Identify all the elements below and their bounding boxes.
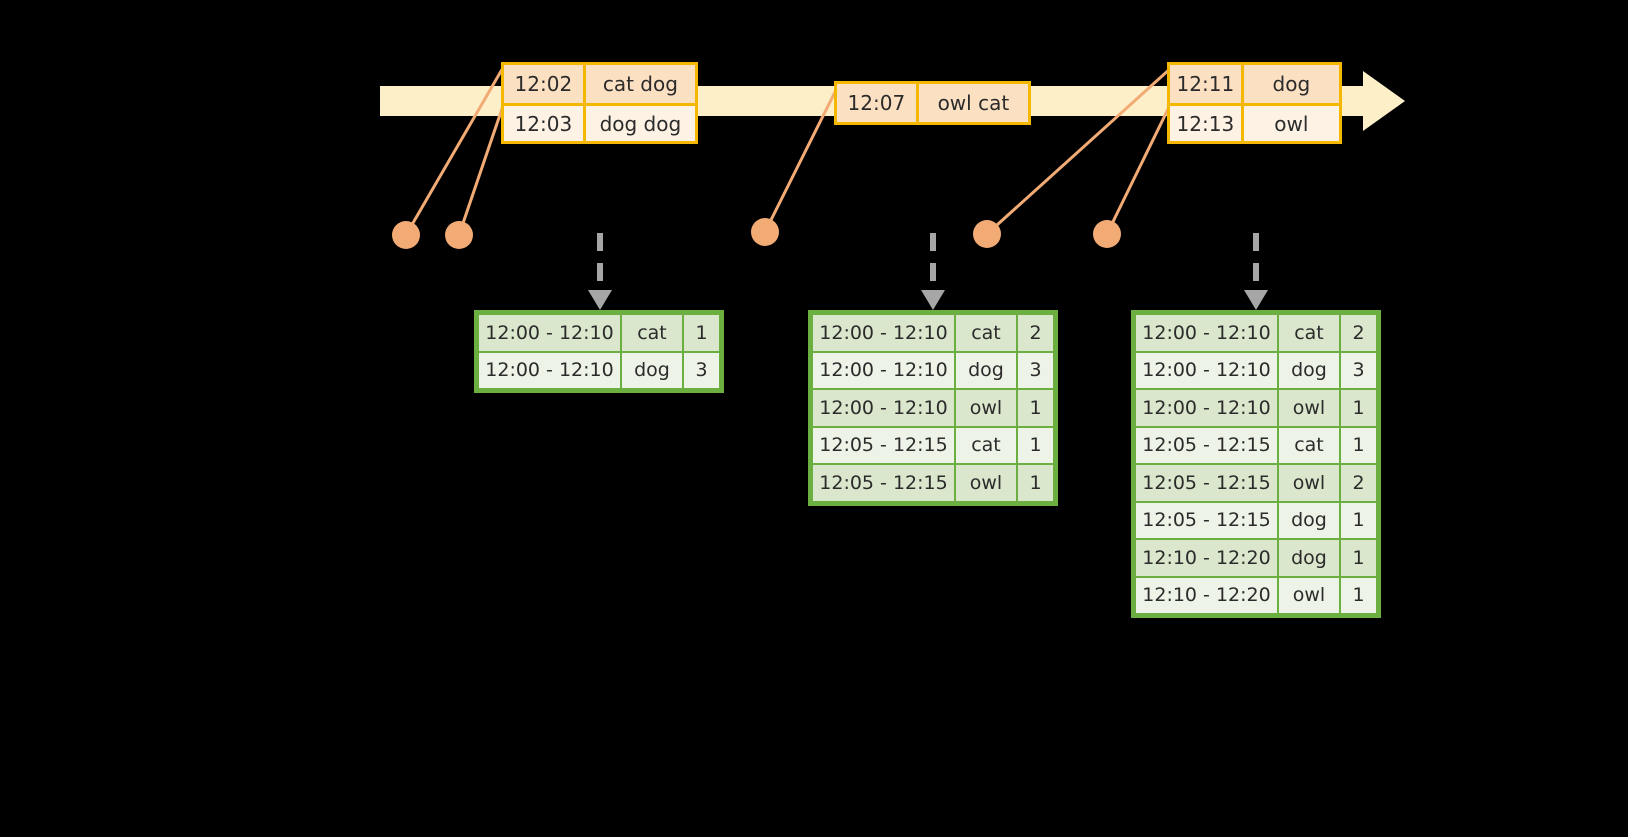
event-words: owl cat xyxy=(918,84,1028,122)
window-cell: 12:05 - 12:15 xyxy=(812,464,955,502)
event-row: 12:02 cat dog xyxy=(504,65,695,103)
event-words: dog dog xyxy=(585,106,695,141)
count-cell: 3 xyxy=(683,351,720,389)
dashed-arrow-to-table-1 xyxy=(588,233,612,310)
event-row: 12:13 owl xyxy=(1170,103,1339,141)
word-cell: dog xyxy=(1278,501,1340,539)
dashed-arrow-to-table-2 xyxy=(921,233,945,310)
count-cell: 2 xyxy=(1017,314,1054,352)
event-time: 12:13 xyxy=(1170,106,1244,141)
word-cell: cat xyxy=(1278,426,1340,464)
word-cell: owl xyxy=(955,464,1017,502)
window-cell: 12:05 - 12:15 xyxy=(1135,501,1278,539)
event-marker-1207 xyxy=(751,218,779,246)
count-cell: 1 xyxy=(1340,501,1377,539)
count-cell: 1 xyxy=(1017,389,1054,427)
count-cell: 1 xyxy=(1017,464,1054,502)
word-cell: cat xyxy=(955,426,1017,464)
event-marker-1211 xyxy=(973,220,1001,248)
window-cell: 12:10 - 12:20 xyxy=(1135,539,1278,577)
event-marker-1202 xyxy=(392,221,420,249)
window-cell: 12:00 - 12:10 xyxy=(478,314,621,352)
connector-line-1213 xyxy=(1105,102,1173,235)
word-cell: cat xyxy=(955,314,1017,352)
count-cell: 2 xyxy=(1340,314,1377,352)
count-cell: 1 xyxy=(1017,426,1054,464)
event-marker-1213 xyxy=(1093,220,1121,248)
window-cell: 12:00 - 12:10 xyxy=(478,351,621,389)
connector-line-1203 xyxy=(457,99,507,236)
event-marker-1203 xyxy=(445,221,473,249)
window-cell: 12:00 - 12:10 xyxy=(812,389,955,427)
event-row: 12:11 dog xyxy=(1170,65,1339,103)
word-cell: dog xyxy=(1278,539,1340,577)
window-cell: 12:05 - 12:15 xyxy=(1135,426,1278,464)
word-cell: cat xyxy=(621,314,683,352)
event-words: cat dog xyxy=(585,65,695,103)
dashed-arrow-to-table-3 xyxy=(1244,233,1268,310)
count-cell: 1 xyxy=(1340,576,1377,614)
window-cell: 12:00 - 12:10 xyxy=(1135,351,1278,389)
event-words: owl xyxy=(1243,106,1339,141)
count-cell: 1 xyxy=(1340,426,1377,464)
word-cell: owl xyxy=(1278,389,1340,427)
count-cell: 2 xyxy=(1340,464,1377,502)
event-time: 12:03 xyxy=(504,106,586,141)
window-cell: 12:00 - 12:10 xyxy=(1135,389,1278,427)
event-row: 12:07 owl cat xyxy=(837,84,1028,122)
event-box-1207: 12:07 owl cat xyxy=(834,81,1031,125)
event-time: 12:11 xyxy=(1170,65,1244,103)
word-cell: dog xyxy=(621,351,683,389)
count-cell: 1 xyxy=(1340,389,1377,427)
event-words: dog xyxy=(1243,65,1339,103)
event-box-1202-1203: 12:02 cat dog 12:03 dog dog xyxy=(501,62,698,144)
count-cell: 1 xyxy=(1340,539,1377,577)
event-time: 12:07 xyxy=(837,84,919,122)
event-time: 12:02 xyxy=(504,65,586,103)
window-cell: 12:00 - 12:10 xyxy=(812,351,955,389)
count-cell: 1 xyxy=(683,314,720,352)
event-row: 12:03 dog dog xyxy=(504,103,695,141)
word-cell: owl xyxy=(1278,464,1340,502)
window-cell: 12:05 - 12:15 xyxy=(1135,464,1278,502)
window-cell: 12:00 - 12:10 xyxy=(812,314,955,352)
word-cell: dog xyxy=(955,351,1017,389)
word-cell: dog xyxy=(1278,351,1340,389)
count-cell: 3 xyxy=(1017,351,1054,389)
word-cell: owl xyxy=(955,389,1017,427)
count-cell: 3 xyxy=(1340,351,1377,389)
window-cell: 12:00 - 12:10 xyxy=(1135,314,1278,352)
window-cell: 12:05 - 12:15 xyxy=(812,426,955,464)
timeline-arrowhead-icon xyxy=(1363,71,1405,131)
event-box-1211-1213: 12:11 dog 12:13 owl xyxy=(1167,62,1342,144)
word-cell: cat xyxy=(1278,314,1340,352)
window-cell: 12:10 - 12:20 xyxy=(1135,576,1278,614)
word-cell: owl xyxy=(1278,576,1340,614)
